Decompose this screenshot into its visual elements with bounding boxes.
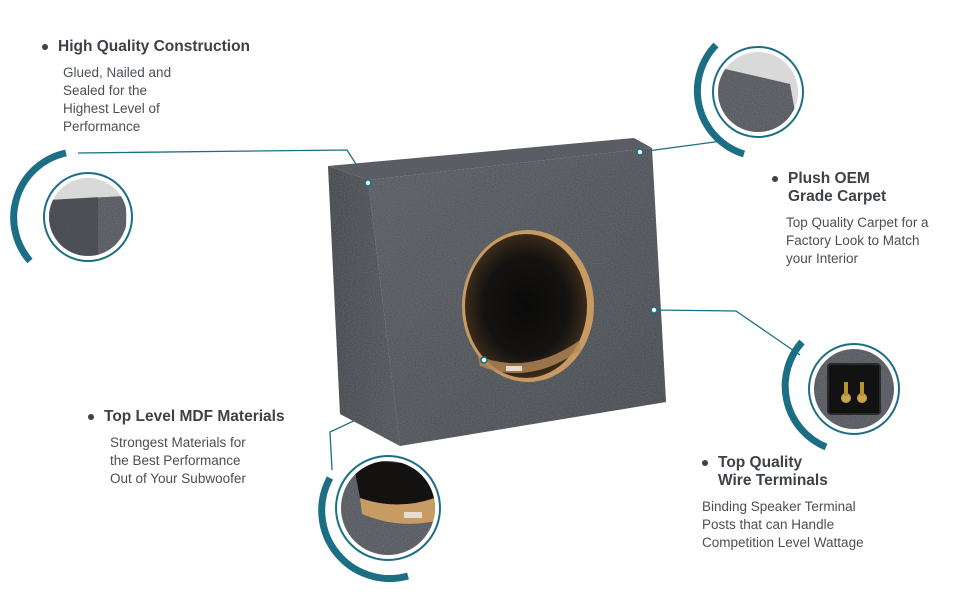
wire-terminal-zoom-icon — [781, 339, 900, 451]
feature-description: Strongest Materials for the Best Perform… — [110, 435, 246, 486]
feature-title: Top Quality — [718, 454, 803, 471]
feature-plush-oem-carpet: Plush OEM Grade Carpet Top Quality Carpe… — [772, 170, 929, 268]
bullet-icon — [702, 460, 708, 466]
feature-title: Top Level MDF Materials — [104, 408, 285, 425]
bullet-icon — [772, 176, 778, 182]
mdf-port-zoom-icon — [318, 455, 441, 582]
box-edge-zoom-icon — [10, 149, 133, 264]
carpet-corner-zoom-icon — [693, 42, 804, 158]
feature-description: Binding Speaker Terminal Posts that can … — [702, 499, 864, 550]
bullet-icon — [42, 44, 48, 50]
feature-high-quality-construction: High Quality Construction Glued, Nailed … — [42, 38, 250, 136]
feature-description: Glued, Nailed and Sealed for the Highest… — [63, 65, 172, 134]
feature-title: High Quality Construction — [58, 38, 251, 55]
feature-wire-terminals: Top Quality Wire Terminals Binding Speak… — [702, 454, 864, 552]
feature-description: Top Quality Carpet for a Factory Look to… — [786, 215, 929, 266]
feature-mdf-materials: Top Level MDF Materials Strongest Materi… — [88, 408, 285, 488]
feature-title: Plush OEM — [788, 170, 870, 187]
bullet-icon — [88, 414, 94, 420]
feature-title: Wire Terminals — [718, 472, 828, 489]
feature-title: Grade Carpet — [788, 188, 887, 205]
anchor-dots — [364, 148, 658, 364]
